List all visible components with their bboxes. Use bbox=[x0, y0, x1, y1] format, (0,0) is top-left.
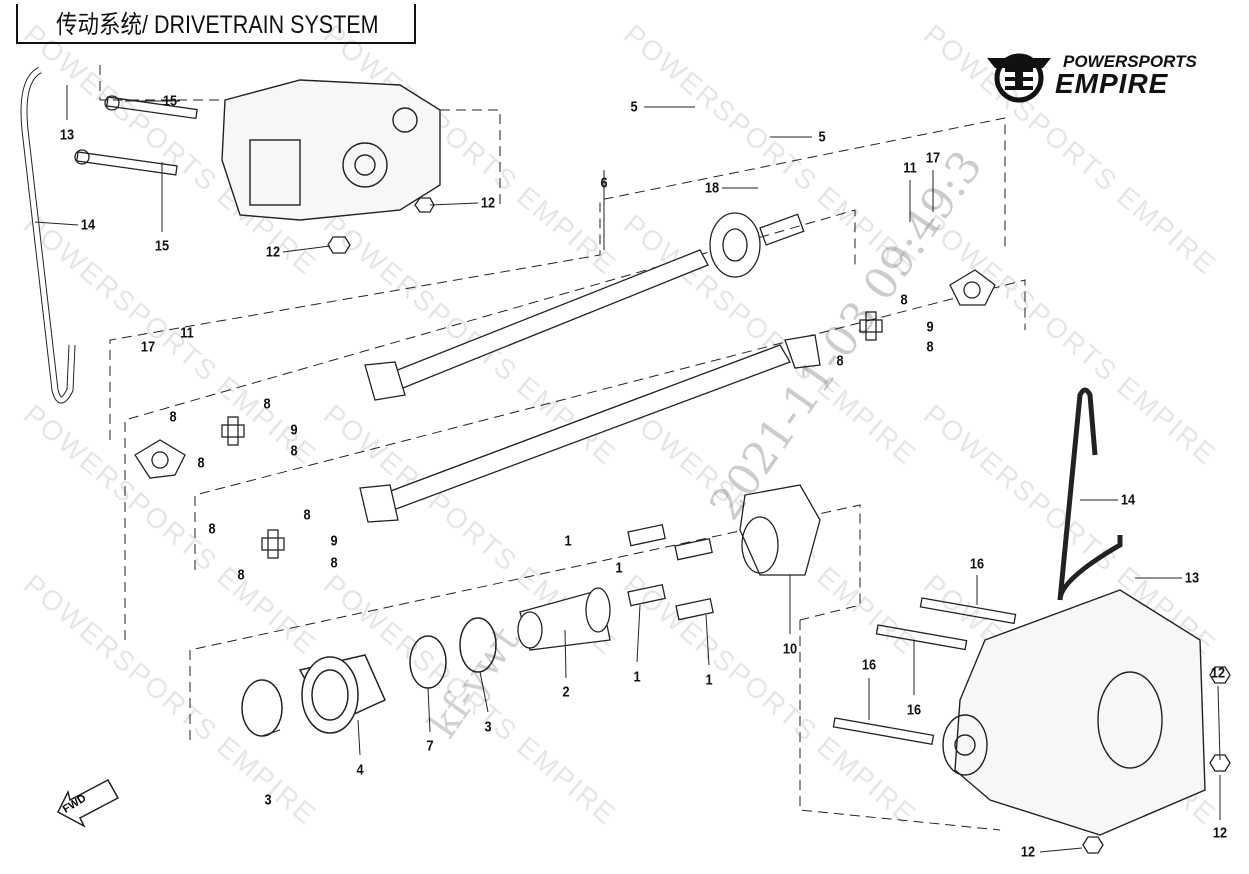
rear-differential bbox=[942, 589, 1206, 836]
callout-part-16: 16 bbox=[861, 656, 877, 674]
callout-part-14: 14 bbox=[80, 216, 96, 234]
rear-propshaft bbox=[359, 334, 821, 523]
callout-part-5: 5 bbox=[630, 98, 638, 116]
callout-part-12: 12 bbox=[1212, 824, 1228, 842]
callout-part-3: 3 bbox=[484, 718, 492, 736]
callout-part-8: 8 bbox=[263, 395, 271, 413]
coupler bbox=[517, 587, 611, 651]
rear-mount-bolts bbox=[832, 597, 1017, 745]
callout-part-8: 8 bbox=[926, 338, 934, 356]
callout-part-1: 1 bbox=[705, 671, 713, 689]
callout-part-17: 17 bbox=[140, 338, 156, 356]
callout-part-11: 11 bbox=[903, 159, 917, 177]
logo-line2: EMPIRE bbox=[1055, 68, 1169, 99]
callout-part-9: 9 bbox=[290, 421, 298, 439]
page-title: 传动系统/ DRIVETRAIN SYSTEM bbox=[16, 4, 416, 44]
callout-part-15: 15 bbox=[162, 92, 178, 110]
fwd-arrow-icon bbox=[57, 778, 120, 828]
front-breather-hose bbox=[20, 66, 76, 404]
callout-part-7: 7 bbox=[426, 737, 434, 755]
logo-line1: POWERSPORTS bbox=[1063, 52, 1197, 71]
flanges bbox=[134, 269, 996, 576]
title-text: 传动系统/ DRIVETRAIN SYSTEM bbox=[56, 11, 379, 39]
callout-part-9: 9 bbox=[330, 532, 338, 550]
callout-part-16: 16 bbox=[969, 555, 985, 573]
empire-emblem-icon bbox=[987, 53, 1051, 103]
callout-part-9: 9 bbox=[926, 318, 934, 336]
callout-part-10: 10 bbox=[782, 640, 798, 658]
callout-part-13: 13 bbox=[59, 126, 75, 144]
callout-part-2: 2 bbox=[562, 683, 570, 701]
callout-part-18: 18 bbox=[704, 179, 720, 197]
universal-joints bbox=[221, 311, 883, 559]
callout-part-5: 5 bbox=[818, 128, 826, 146]
callout-part-6: 6 bbox=[600, 174, 608, 192]
front-propshaft bbox=[364, 212, 805, 401]
callout-part-11: 11 bbox=[180, 324, 194, 342]
callout-part-8: 8 bbox=[208, 520, 216, 538]
callout-part-12: 12 bbox=[265, 243, 281, 261]
callout-part-3: 3 bbox=[264, 791, 272, 809]
brand-logo: POWERSPORTS EMPIRE bbox=[985, 48, 1210, 104]
callout-part-8: 8 bbox=[290, 442, 298, 460]
callout-part-8: 8 bbox=[330, 554, 338, 572]
callout-part-8: 8 bbox=[237, 566, 245, 584]
callout-part-8: 8 bbox=[303, 506, 311, 524]
callout-part-16: 16 bbox=[906, 701, 922, 719]
front-mount-bolts bbox=[74, 95, 198, 176]
assembly-boundaries bbox=[99, 65, 1026, 831]
callout-part-8: 8 bbox=[900, 291, 908, 309]
callout-part-1: 1 bbox=[564, 532, 572, 550]
callout-part-1: 1 bbox=[633, 668, 641, 686]
callout-part-15: 15 bbox=[154, 237, 170, 255]
callout-part-4: 4 bbox=[356, 761, 364, 779]
callout-part-1: 1 bbox=[615, 559, 623, 577]
cap-screws bbox=[627, 523, 714, 621]
rear-breather-hose bbox=[1057, 387, 1123, 601]
callout-part-12: 12 bbox=[1020, 843, 1036, 861]
callout-part-14: 14 bbox=[1120, 491, 1136, 509]
callout-part-8: 8 bbox=[197, 454, 205, 472]
callout-part-13: 13 bbox=[1184, 569, 1200, 587]
boot-and-clamps bbox=[241, 617, 497, 737]
front-differential bbox=[221, 79, 441, 221]
callout-part-12: 12 bbox=[480, 194, 496, 212]
leader-lines bbox=[34, 85, 1221, 853]
callout-part-8: 8 bbox=[836, 352, 844, 370]
callout-part-17: 17 bbox=[925, 149, 941, 167]
callout-part-8: 8 bbox=[169, 408, 177, 426]
callout-part-12: 12 bbox=[1210, 664, 1226, 682]
